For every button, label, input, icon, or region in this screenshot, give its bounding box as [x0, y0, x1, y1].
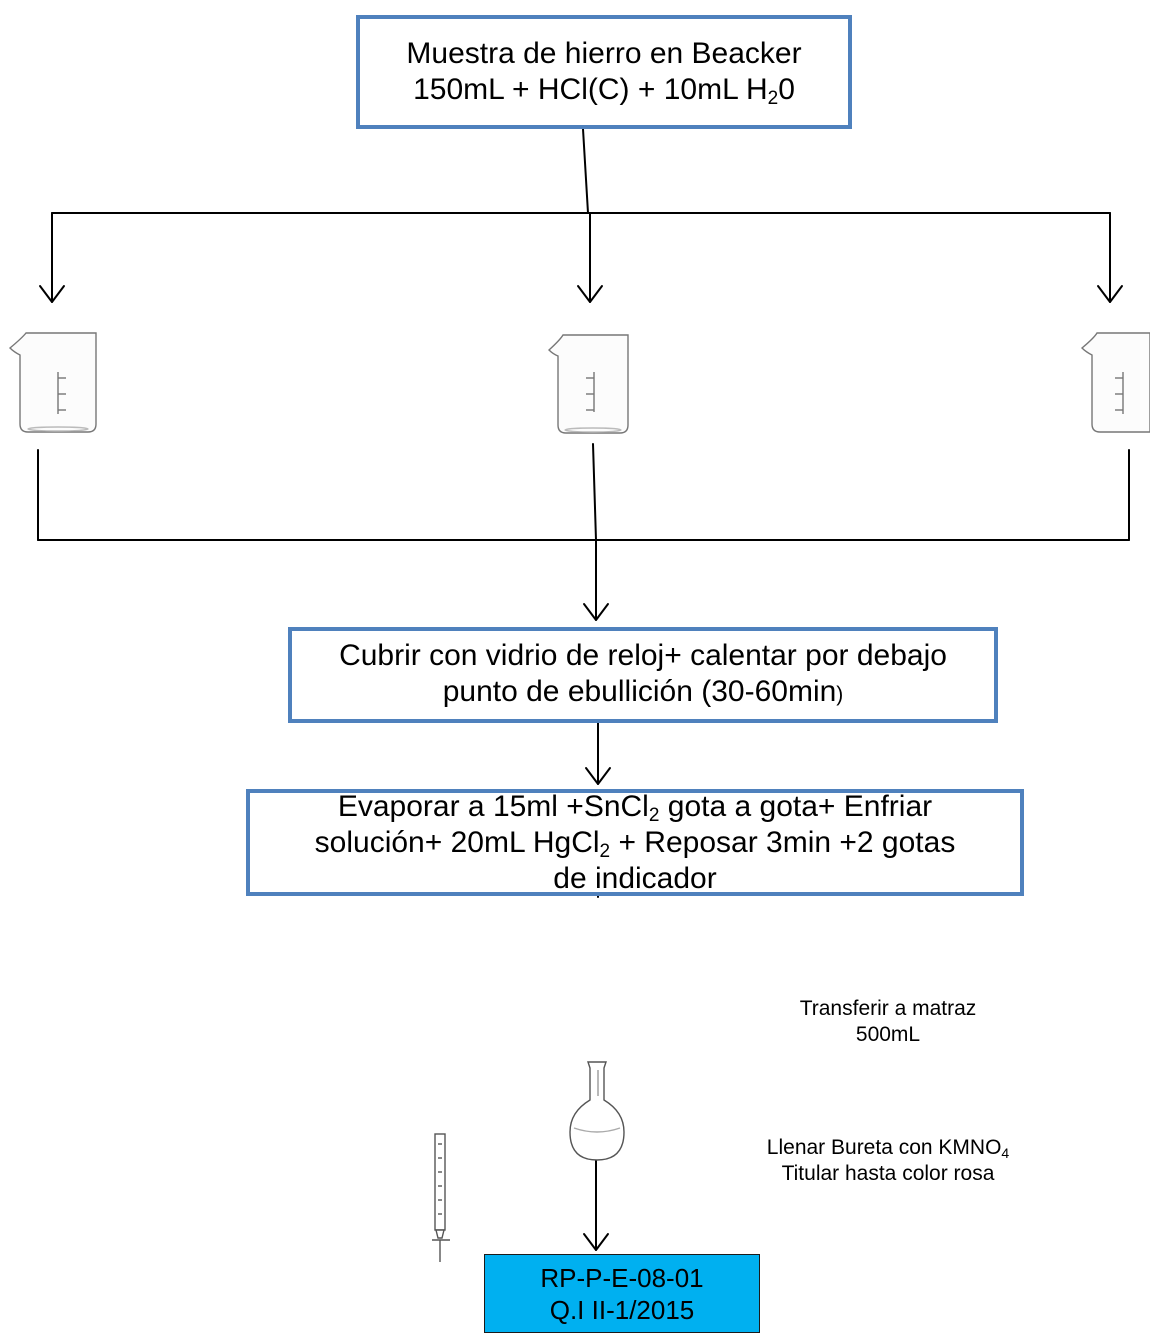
transfer-note: Transferir a matraz 500mL: [799, 997, 977, 1046]
sample-line1: Muestra de hierro en Beacker: [406, 37, 802, 70]
evaporate-line3: de indicador: [553, 861, 717, 895]
sample-line2: 150mL + HCl(C) + 10mL H20: [413, 73, 795, 109]
heat-box: Cubrir con vidrio de reloj+ calentar por…: [288, 627, 998, 723]
connector-line: [582, 128, 589, 214]
final-code-box: RP-P-E-08-01 Q.I II-1/2015: [484, 1254, 760, 1333]
sample-box: Muestra de hierro en Beacker 150mL + HCl…: [356, 15, 852, 129]
evaporate-line1: Evaporar a 15ml +SnCl2 gota a gota+ Enfr…: [337, 789, 933, 826]
beaker-icon: [547, 334, 629, 434]
titrate-note: Llenar Bureta con KMNO4 Titular hasta co…: [766, 1136, 1010, 1185]
beaker-icon: [1080, 332, 1150, 433]
heat-line2: punto de ebullición (30-60min): [442, 674, 844, 708]
evaporate-line2: solución+ 20mL HgCl2 + Reposar 3min +2 g…: [314, 825, 956, 862]
final-code-line2: Q.I II-1/2015: [549, 1294, 695, 1325]
evaporate-box: Evaporar a 15ml +SnCl2 gota a gota+ Enfr…: [246, 789, 1024, 896]
beaker-icon: [8, 332, 97, 433]
heat-line1: Cubrir con vidrio de reloj+ calentar por…: [339, 638, 947, 672]
final-code-line1: RP-P-E-08-01: [540, 1262, 704, 1293]
burette-icon: [432, 1133, 450, 1262]
flask-icon: [569, 1061, 625, 1161]
